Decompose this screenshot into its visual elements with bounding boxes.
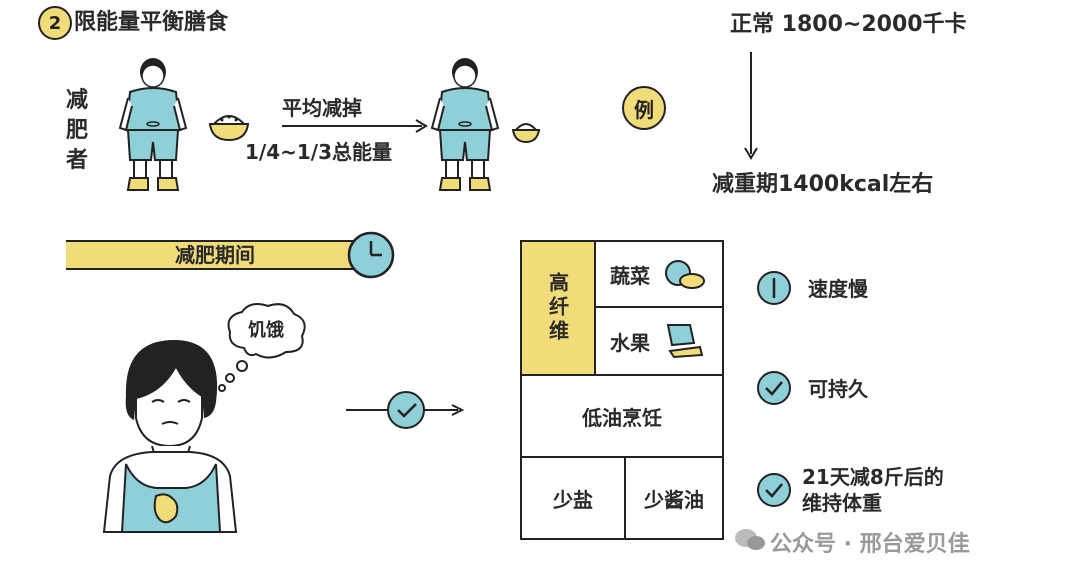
watermark-text: 公众号 · 邢台爱贝佳 xyxy=(770,532,970,557)
check-icon xyxy=(756,370,792,406)
page-title: 限能量平衡膳食 xyxy=(74,10,229,35)
thought-text: 饥饿 xyxy=(248,320,284,341)
reduced-energy-text: 减重期1400kcal左右 xyxy=(712,172,934,197)
diet-period-bar xyxy=(66,240,366,270)
benefit-slow: 速度慢 xyxy=(808,277,868,301)
right-arrow-icon xyxy=(282,118,430,133)
title-number-badge: 2 xyxy=(38,6,72,40)
line-icon xyxy=(756,270,792,306)
fruit-icon xyxy=(666,324,704,359)
hungry-woman-figure xyxy=(96,336,246,536)
cell-high-fiber: 高纤维 xyxy=(520,240,596,376)
arrow-label-top: 平均减掉 xyxy=(282,96,362,120)
vegetables-label: 蔬菜 xyxy=(610,263,650,288)
arrow-label-bottom: 1/4~1/3总能量 xyxy=(245,140,393,164)
check-arrow xyxy=(346,390,466,430)
normal-energy-text: 正常 1800~2000千卡 xyxy=(730,12,967,37)
dieter-figure-before xyxy=(118,58,188,196)
cell-fruits: 水果 xyxy=(594,306,724,376)
wechat-icon xyxy=(734,528,766,552)
benefit-maintain-line2: 维持体重 xyxy=(802,491,882,515)
clock-icon xyxy=(346,230,396,280)
dieter-figure-after xyxy=(430,58,500,196)
vegetable-icon xyxy=(665,260,705,289)
cell-low-salt: 少盐 xyxy=(520,456,626,540)
fruits-label: 水果 xyxy=(610,330,650,355)
diet-period-label: 减肥期间 xyxy=(175,243,255,267)
thought-bubble xyxy=(214,300,314,392)
benefit-lasting: 可持久 xyxy=(808,377,868,401)
example-badge: 例 xyxy=(622,86,666,130)
cell-vegetables: 蔬菜 xyxy=(594,240,724,308)
small-rice-bowl-icon xyxy=(511,118,541,144)
subject-label: 减肥者 xyxy=(65,88,88,173)
check-icon xyxy=(756,472,792,508)
benefit-maintain-line1: 21天减8斤后的 xyxy=(802,465,944,489)
cell-low-soy-sauce: 少酱油 xyxy=(624,456,724,540)
rice-bowl-icon xyxy=(208,108,250,144)
cell-low-oil: 低油烹饪 xyxy=(520,374,724,458)
down-arrow-icon xyxy=(741,52,761,162)
